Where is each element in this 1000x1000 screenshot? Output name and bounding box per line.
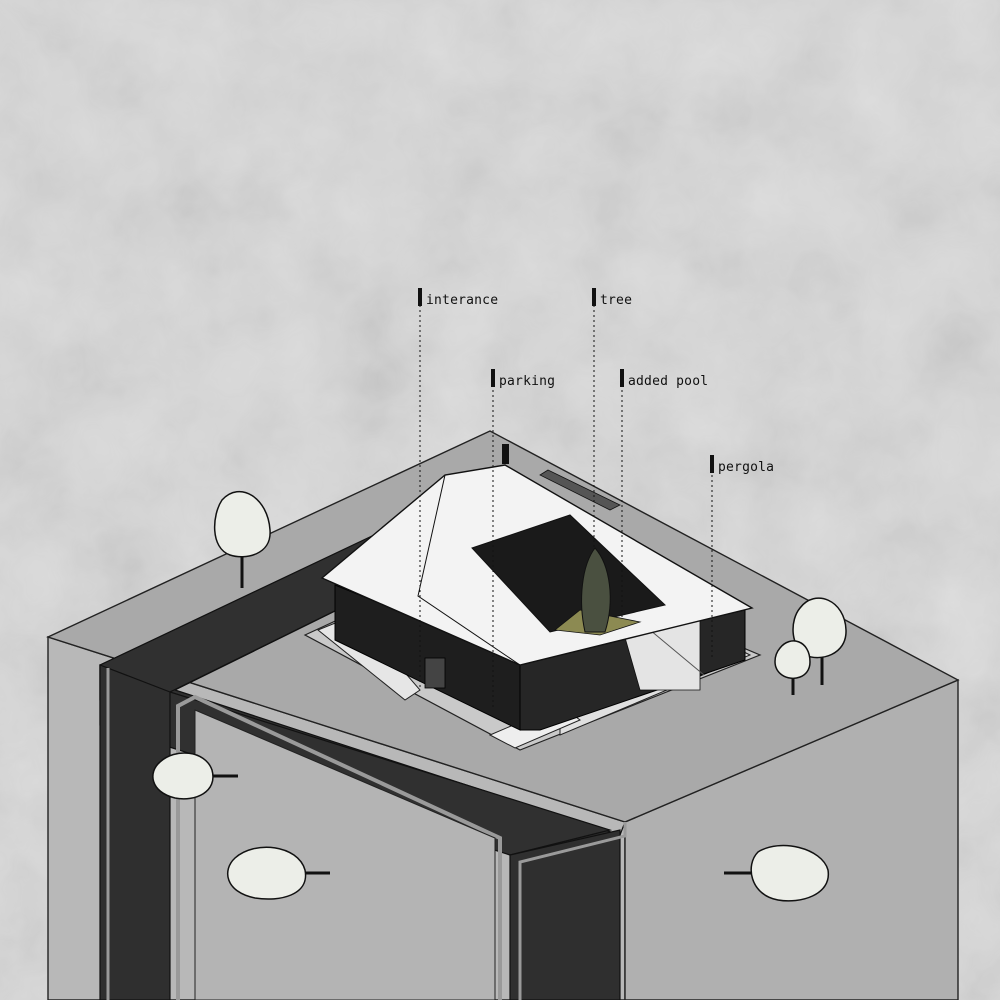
road-left-vertical bbox=[99, 664, 171, 1000]
entrance-door bbox=[424, 657, 446, 689]
road-right-vertical bbox=[509, 829, 621, 1000]
marker-added-pool bbox=[620, 369, 624, 387]
label-tree: tree bbox=[600, 293, 633, 308]
tree-top-right-2 bbox=[774, 640, 811, 695]
courtyard-opening bbox=[471, 514, 667, 633]
marker-tree bbox=[592, 288, 596, 306]
label-pergola: pergola bbox=[718, 460, 775, 475]
marker-pergola bbox=[710, 455, 714, 473]
parking-slot bbox=[539, 469, 621, 511]
tree-top-right-1 bbox=[792, 597, 847, 685]
curb-right bbox=[518, 822, 627, 1000]
tree-top-left bbox=[213, 490, 271, 588]
inner-yard bbox=[194, 709, 496, 1000]
label-interance: interance bbox=[426, 293, 499, 308]
tree-left-face-2 bbox=[226, 846, 330, 900]
label-parking: parking bbox=[499, 374, 556, 389]
courtyard-tree bbox=[581, 547, 611, 633]
tree-right-face bbox=[724, 844, 829, 902]
stair-lines bbox=[649, 629, 705, 676]
curb-inner bbox=[176, 694, 502, 1000]
roof-fold-line bbox=[417, 474, 521, 666]
chimney bbox=[502, 444, 509, 464]
marker-parking bbox=[491, 369, 495, 387]
tree-left-face-1 bbox=[152, 752, 238, 800]
marker-interance bbox=[418, 288, 422, 306]
label-added-pool: added pool bbox=[628, 374, 709, 389]
